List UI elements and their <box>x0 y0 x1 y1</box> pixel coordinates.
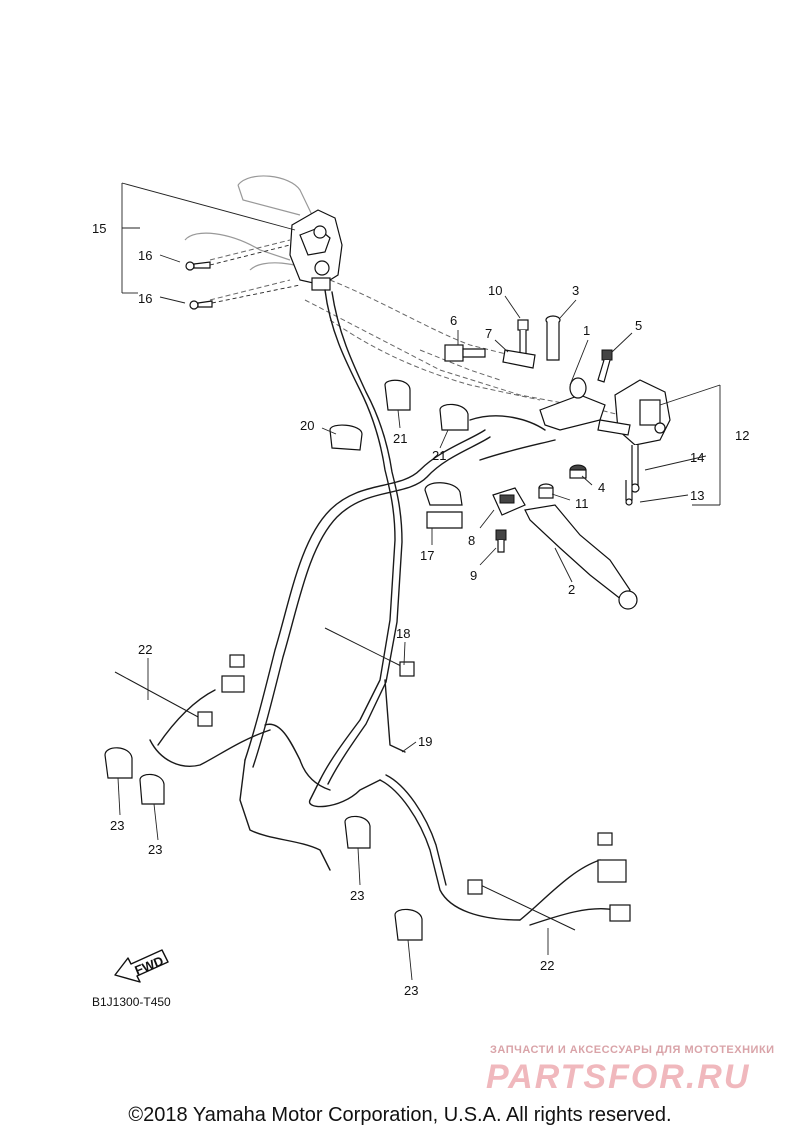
callout-23-c: 23 <box>350 888 364 903</box>
callout-8: 8 <box>468 533 475 548</box>
leader-lines <box>117 182 721 981</box>
callout-23-b: 23 <box>148 842 162 857</box>
callout-23-a: 23 <box>110 818 124 833</box>
switch-8 <box>492 487 526 516</box>
lever-holder <box>539 377 631 436</box>
connector-right-1 <box>597 832 613 846</box>
nut-4 <box>569 464 587 479</box>
watermark-logo: PARTSFOR.RU <box>486 1058 751 1096</box>
left-switch-assembly <box>289 209 343 291</box>
callout-22-lower: 22 <box>540 958 554 973</box>
handlebar-ghost <box>184 175 661 426</box>
screw-9 <box>495 529 507 553</box>
screws-13-14 <box>625 445 640 506</box>
callouts: 1 2 3 4 5 6 7 8 9 10 11 12 13 14 15 16 1… <box>92 221 749 998</box>
bolt-3 <box>545 315 561 361</box>
screw-16-upper <box>185 244 291 271</box>
callout-18: 18 <box>396 626 410 641</box>
callout-21-left: 21 <box>393 431 407 446</box>
connector-right-3 <box>609 904 631 922</box>
clip-7 <box>502 349 536 369</box>
callout-12: 12 <box>735 428 749 443</box>
callout-4: 4 <box>598 480 605 495</box>
clamp-21-right <box>439 403 469 431</box>
connector-right-2 <box>597 859 627 883</box>
callout-16-upper: 16 <box>138 248 152 263</box>
callout-5: 5 <box>635 318 642 333</box>
clamp-23-b <box>139 773 165 805</box>
copyright-footer: ©2018 Yamaha Motor Corporation, U.S.A. A… <box>128 1104 672 1126</box>
screw-16-lower <box>189 284 301 310</box>
callout-7: 7 <box>485 326 492 341</box>
cable-tie-22-left <box>114 671 213 727</box>
callout-6: 6 <box>450 313 457 328</box>
callout-2: 2 <box>568 582 575 597</box>
right-switch-assembly <box>614 379 671 446</box>
clamp-17 <box>424 482 463 529</box>
wire-harness <box>149 289 616 926</box>
callout-17: 17 <box>420 548 434 563</box>
bolt-6 <box>444 344 486 362</box>
callout-13: 13 <box>690 488 704 503</box>
callout-11: 11 <box>575 496 589 511</box>
callout-10: 10 <box>488 283 502 298</box>
cable-tie-18 <box>324 627 415 677</box>
clip-19 <box>384 679 406 753</box>
callout-22-upper: 22 <box>138 642 152 657</box>
watermark-tagline: ЗАПЧАСТИ И АКСЕССУАРЫ ДЛЯ МОТОТЕХНИКИ <box>490 1044 775 1056</box>
callout-16-lower: 16 <box>138 291 152 306</box>
callout-21-right: 21 <box>432 448 446 463</box>
connector-left-upper <box>221 654 245 693</box>
callout-15: 15 <box>92 221 106 236</box>
brake-lever <box>524 504 638 610</box>
callout-1: 1 <box>583 323 590 338</box>
callout-20: 20 <box>300 418 314 433</box>
figure-code: B1J1300-T450 <box>92 995 171 1009</box>
collar-11 <box>538 483 554 499</box>
callout-19: 19 <box>418 734 432 749</box>
clamp-20 <box>329 424 363 451</box>
clamp-23-a <box>104 747 133 779</box>
callout-9: 9 <box>470 568 477 583</box>
clamp-23-c <box>344 815 371 849</box>
screw-10 <box>517 319 529 356</box>
callout-23-d: 23 <box>404 983 418 998</box>
clamp-23-d <box>394 908 423 941</box>
callout-3: 3 <box>572 283 579 298</box>
screw-5 <box>597 349 613 383</box>
cable-tie-22-right <box>467 879 576 931</box>
clamp-21-left <box>384 379 411 411</box>
callout-14: 14 <box>690 450 704 465</box>
fwd-arrow-icon: FWD <box>114 949 169 983</box>
fwd-label: FWD <box>132 953 165 978</box>
